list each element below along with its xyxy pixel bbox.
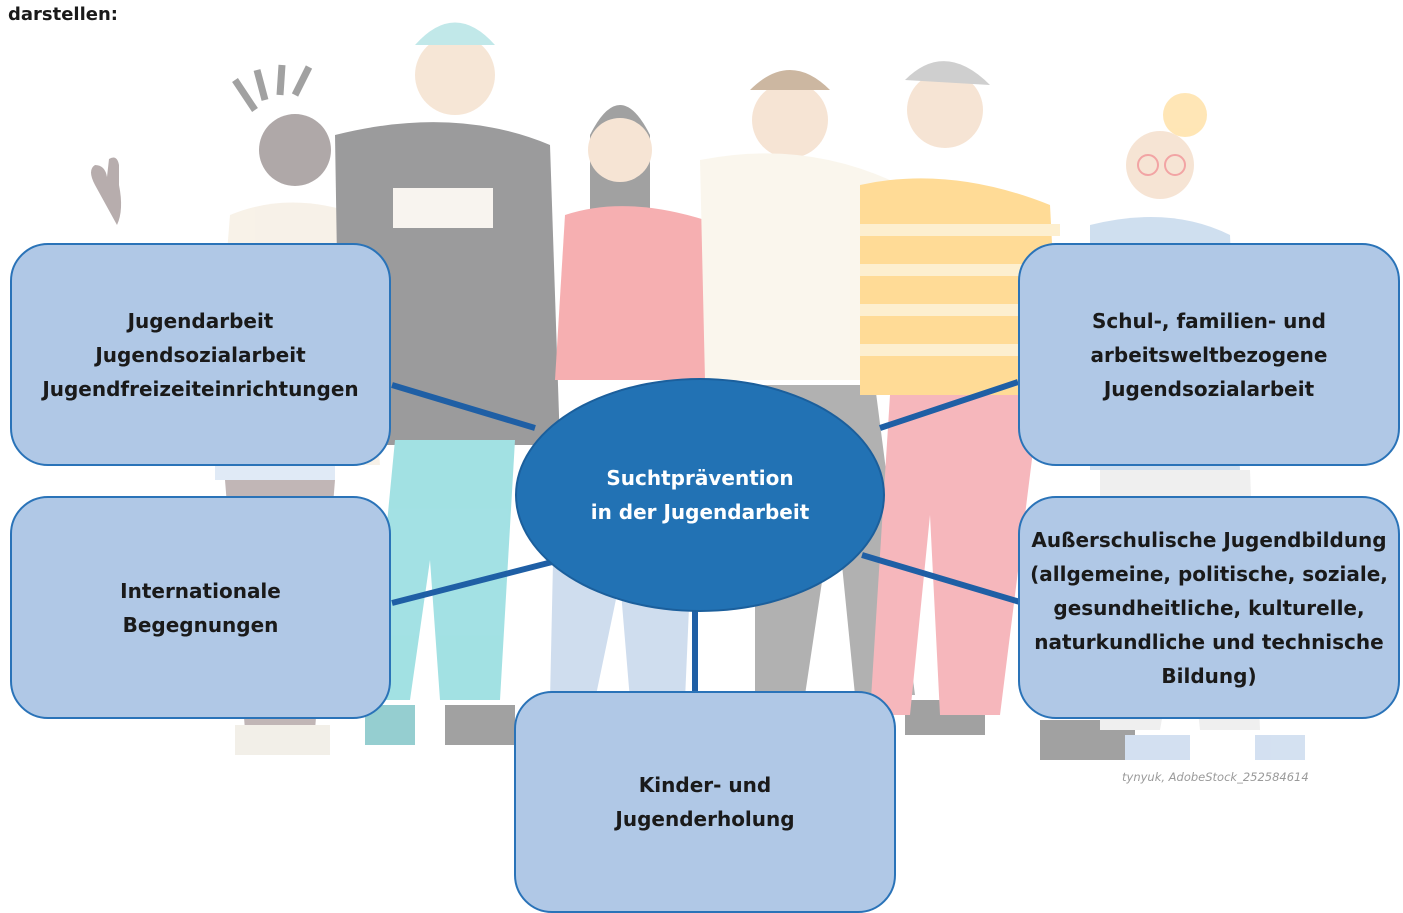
box-kinder-jugenderholung: Kinder- und Jugenderholung [514, 691, 896, 913]
box-line: Jugendarbeit [127, 308, 274, 333]
box-line: gesundheitliche, kulturelle, [1053, 595, 1365, 620]
box-line: arbeitsweltbezogene [1090, 342, 1328, 367]
box-jugendarbeit: Jugendarbeit Jugendsozialarbeit Jugendfr… [10, 243, 391, 466]
center-line: Suchtprävention [606, 466, 794, 490]
box-line: Jugendsozialarbeit [1103, 376, 1315, 401]
box-line: naturkundliche und technische [1034, 629, 1384, 654]
intro-text: darstellen: [8, 4, 118, 25]
box-ausserschulische-jugendbildung: Außerschulische Jugendbildung (allgemein… [1018, 496, 1400, 719]
box-line: (allgemeine, politische, soziale, [1030, 561, 1388, 586]
box-schul-familien-arbeitswelt: Schul-, familien- und arbeitsweltbezogen… [1018, 243, 1400, 466]
box-line: Jugendfreizeiteinrichtungen [42, 376, 359, 401]
box-line: Schul-, familien- und [1092, 308, 1326, 333]
connector-mid-right [861, 552, 1021, 605]
connector-top-right [879, 379, 1019, 431]
box-line: Jugenderholung [615, 807, 795, 831]
connectors [391, 379, 1021, 692]
connector-mid-left [391, 557, 561, 606]
person-2-figure [335, 22, 560, 745]
box-line: Außerschulische Jugendbildung [1031, 527, 1387, 552]
box-line: Jugendsozialarbeit [95, 342, 306, 367]
image-credit: tynyuk, AdobeStock_252584614 [1122, 770, 1309, 784]
box-line: Kinder- und [638, 773, 772, 797]
box-line: Internationale [120, 578, 281, 603]
person-5-figure [860, 61, 1135, 760]
box-line: Bildung) [1161, 663, 1257, 688]
center-line: in der Jugendarbeit [590, 500, 810, 524]
center-ellipse-suchtpraevention: Suchtprävention in der Jugendarbeit [515, 378, 885, 612]
box-line: Begegnungen [122, 612, 279, 637]
connector-top-left [391, 382, 536, 431]
box-internationale-begegnungen: Internationale Begegnungen [10, 496, 391, 719]
